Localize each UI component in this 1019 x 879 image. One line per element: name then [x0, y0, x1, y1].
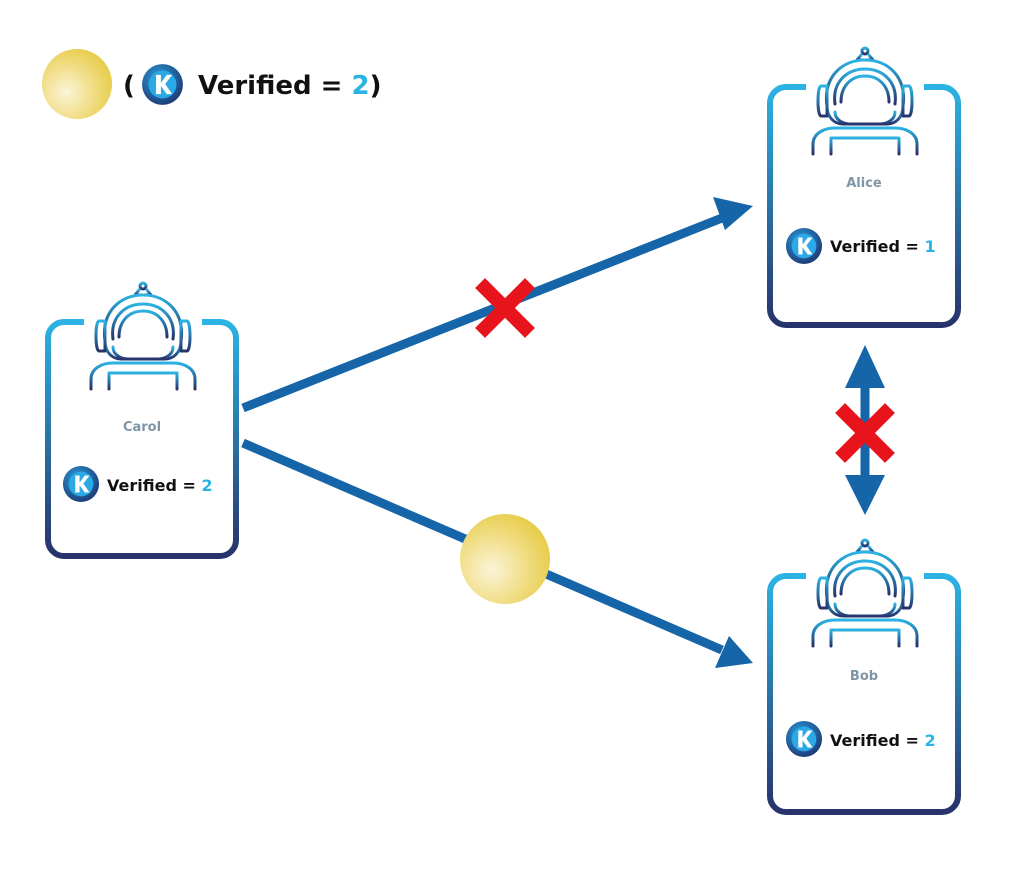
svg-text:Verified = 1: Verified = 1 — [830, 237, 936, 256]
legend-k-badge-icon — [142, 64, 183, 105]
svg-text:Verified = 2: Verified = 2 — [107, 476, 213, 495]
transfer-coin-icon — [460, 514, 550, 604]
legend-open-paren: ( — [123, 71, 135, 101]
card-carol: Carol Verified = 2 — [45, 281, 239, 559]
legend: ( Verified = 2) — [42, 49, 381, 119]
card-bob-name: Bob — [850, 669, 878, 684]
card-alice-name: Alice — [846, 176, 882, 191]
card-bob-verified-value: 2 — [924, 731, 935, 750]
k-badge-icon — [785, 227, 823, 265]
card-alice-verified-value: 1 — [924, 237, 935, 256]
k-badge-icon — [62, 465, 100, 503]
card-alice: Alice Verified = 1 — [767, 46, 961, 328]
card-bob: Bob Verified = 2 — [767, 538, 961, 815]
card-bob-verified-label: Verified = — [830, 731, 924, 750]
legend-verified-label: Verified = — [198, 71, 351, 101]
k-badge-icon — [785, 720, 823, 758]
svg-text:Verified = 2): Verified = 2) — [198, 71, 381, 101]
legend-coin-icon — [42, 49, 112, 119]
legend-close-paren: ) — [370, 71, 382, 101]
card-alice-verified-label: Verified = — [830, 237, 924, 256]
legend-verified-value: 2 — [351, 71, 369, 101]
card-carol-verified-value: 2 — [201, 476, 212, 495]
arrow-carol-to-alice — [241, 197, 753, 413]
card-carol-verified-label: Verified = — [107, 476, 201, 495]
red-x-icon — [835, 403, 895, 463]
svg-text:Verified = 2: Verified = 2 — [830, 731, 936, 750]
card-carol-name: Carol — [123, 420, 161, 435]
red-x-icon — [475, 278, 535, 338]
